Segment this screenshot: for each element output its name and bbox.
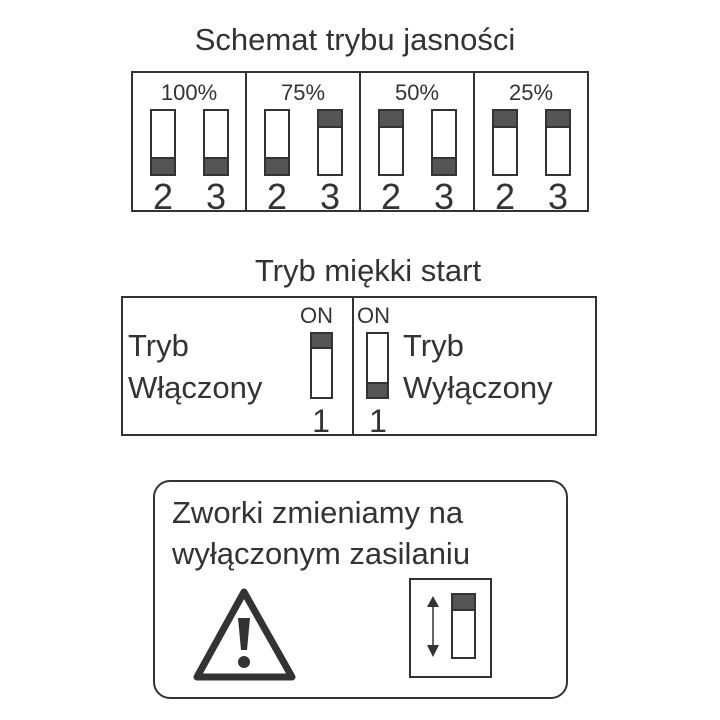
dip-switch [492,109,518,176]
left-on-label: ON [300,303,333,328]
switch-number: 2 [381,176,401,217]
brightness-title: Schemat trybu jasności [195,22,515,57]
switch-number: 3 [434,176,454,217]
mode-label: 25% [509,80,553,105]
dip-switch [264,109,290,176]
right-dip-switch [366,332,389,399]
left-line1: Tryb [128,328,189,363]
left-line2: Włączony [128,370,263,405]
dip-switch [317,109,343,176]
right-line2: Wyłączony [403,370,553,405]
dip-switch-toggle-icon [409,578,492,678]
warning-panel [153,480,568,699]
dip-switch [150,109,176,176]
mode-label: 100% [161,80,217,105]
right-switch-number: 1 [369,403,387,439]
mode-label: 50% [395,80,439,105]
dip-switch [378,109,404,176]
switch-number: 3 [320,176,340,217]
softstart-title: Tryb miękki start [255,253,482,288]
mode-label: 75% [281,80,325,105]
left-switch-number: 1 [312,403,330,439]
switch-number: 2 [153,176,173,217]
switch-number: 3 [206,176,226,217]
dip-switch [545,109,571,176]
switch-number: 3 [548,176,568,217]
switch-number: 2 [267,176,287,217]
switch-number: 2 [495,176,515,217]
dip-switch [203,109,229,176]
warning-line2: wyłączonym zasilaniu [171,536,470,571]
left-dip-switch [310,332,333,399]
softstart-panel [121,296,597,436]
right-line1: Tryb [403,328,464,363]
right-on-label: ON [357,303,390,328]
dip-switch [431,109,457,176]
warning-triangle-icon [193,588,296,681]
warning-line1: Zworki zmieniamy na [172,495,464,530]
